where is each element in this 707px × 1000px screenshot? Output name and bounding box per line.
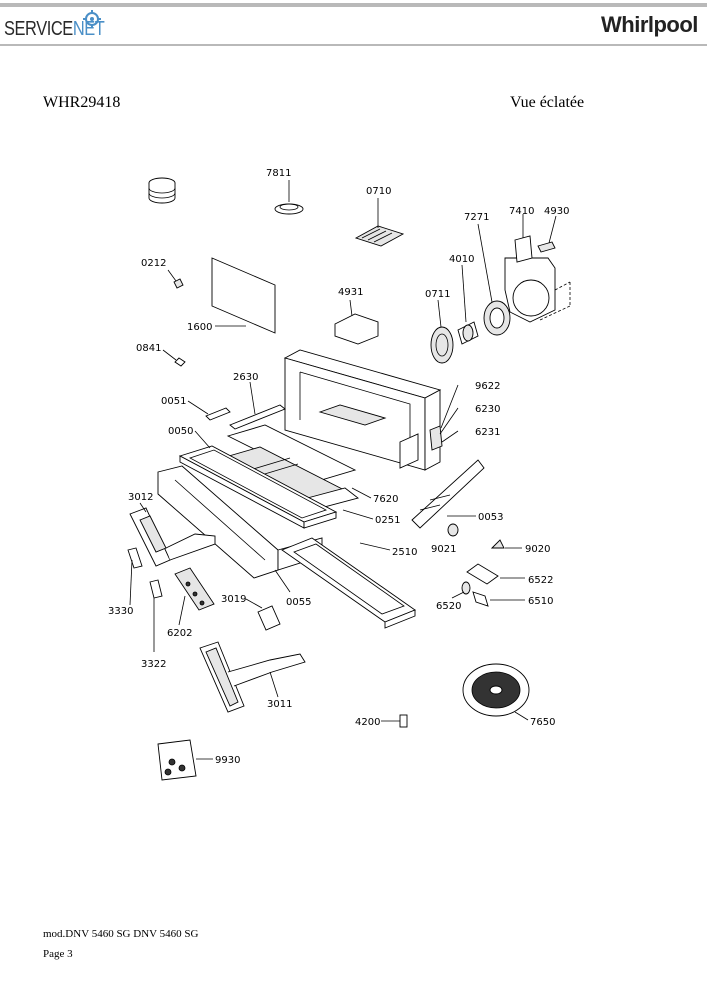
label-3330: 3330 bbox=[108, 606, 133, 617]
part-2630-strip bbox=[229, 381, 286, 430]
label-7410: 7410 bbox=[509, 206, 534, 217]
label-3322: 3322 bbox=[141, 659, 166, 670]
label-7620: 7620 bbox=[373, 494, 398, 505]
label-0053: 0053 bbox=[478, 512, 503, 523]
header-top-rule bbox=[0, 3, 707, 7]
part-9020-clip bbox=[490, 539, 522, 549]
part-0710-plate bbox=[354, 198, 405, 247]
part-3012-handle bbox=[129, 502, 216, 567]
filter-panels bbox=[220, 424, 374, 520]
label-4931: 4931 bbox=[338, 287, 363, 298]
label-0212: 0212 bbox=[141, 258, 166, 269]
part-3322-clip bbox=[149, 579, 163, 652]
label-4930: 4930 bbox=[544, 206, 569, 217]
part-0053-rail bbox=[411, 459, 485, 529]
label-0710: 0710 bbox=[366, 186, 391, 197]
label-0711: 0711 bbox=[425, 289, 450, 300]
label-9930: 9930 bbox=[215, 755, 240, 766]
part-6510-holder bbox=[472, 591, 525, 607]
part-4010-motor bbox=[457, 264, 479, 345]
part-4930-plate bbox=[537, 215, 557, 253]
label-9020: 9020 bbox=[525, 544, 550, 555]
label-7271: 7271 bbox=[464, 212, 489, 223]
label-9622: 9622 bbox=[475, 381, 500, 392]
label-3011: 3011 bbox=[267, 699, 292, 710]
view-title: Vue éclatée bbox=[510, 94, 585, 111]
part-7410-housing bbox=[504, 214, 571, 323]
part-4200-capacitor bbox=[381, 714, 408, 728]
footer-page-number: Page 3 bbox=[43, 948, 73, 960]
part-0050-frame bbox=[178, 430, 338, 529]
label-2630: 2630 bbox=[233, 372, 258, 383]
label-3019: 3019 bbox=[221, 594, 246, 605]
part-6202-control bbox=[174, 567, 215, 626]
part-9930-kit bbox=[157, 739, 213, 781]
part-7811-ring bbox=[274, 180, 304, 215]
label-0841: 0841 bbox=[136, 343, 161, 354]
gear-icon bbox=[83, 10, 101, 28]
header-bar: SERVICENET Whirlpool bbox=[0, 0, 707, 48]
label-0251: 0251 bbox=[375, 515, 400, 526]
part-4931-bracket bbox=[334, 299, 379, 345]
label-4200: 4200 bbox=[355, 717, 380, 728]
part-7271-fan-wheel bbox=[477, 223, 511, 336]
label-7811: 7811 bbox=[266, 168, 291, 179]
part-6520-lamp bbox=[451, 581, 471, 599]
part-9021-knob bbox=[447, 523, 459, 537]
whirlpool-logo: Whirlpool bbox=[601, 12, 698, 37]
part-0841-clip bbox=[162, 349, 186, 367]
part-7650-carbon-filter bbox=[462, 663, 530, 721]
label-6202: 6202 bbox=[167, 628, 192, 639]
label-0051: 0051 bbox=[161, 396, 186, 407]
label-0050: 0050 bbox=[168, 426, 193, 437]
label-3012: 3012 bbox=[128, 492, 153, 503]
hood-body bbox=[283, 349, 442, 471]
label-2510: 2510 bbox=[392, 547, 417, 558]
label-1600: 1600 bbox=[187, 322, 212, 333]
switch-assembly bbox=[429, 384, 459, 451]
part-3019-bracket bbox=[245, 598, 281, 631]
part-2510-tray bbox=[281, 537, 416, 629]
exploded-view-diagram: 7811 0710 7271 7410 4930 0212 4010 4931 … bbox=[108, 168, 571, 781]
part-0212-fitting bbox=[167, 269, 184, 289]
label-6522: 6522 bbox=[528, 575, 553, 586]
duct-collar-part bbox=[148, 177, 176, 204]
model-number: WHR29418 bbox=[43, 94, 121, 111]
part-3330-clip bbox=[127, 547, 143, 606]
label-6520: 6520 bbox=[436, 601, 461, 612]
label-0055: 0055 bbox=[286, 597, 311, 608]
part-6522-lens bbox=[466, 563, 525, 585]
footer-model-line: mod.DNV 5460 SG DNV 5460 SG bbox=[43, 928, 199, 940]
label-6231: 6231 bbox=[475, 427, 500, 438]
label-4010: 4010 bbox=[449, 254, 474, 265]
label-9021: 9021 bbox=[431, 544, 456, 555]
label-6230: 6230 bbox=[475, 404, 500, 415]
part-1600-panel bbox=[211, 257, 276, 334]
header-bottom-rule bbox=[0, 44, 707, 46]
part-0711-grille bbox=[430, 299, 454, 364]
label-7650: 7650 bbox=[530, 717, 555, 728]
servicenet-logo-part1: SERVICE bbox=[4, 18, 73, 40]
part-0051-angle bbox=[187, 400, 231, 421]
label-6510: 6510 bbox=[528, 596, 553, 607]
part-3011-handle bbox=[199, 641, 306, 713]
